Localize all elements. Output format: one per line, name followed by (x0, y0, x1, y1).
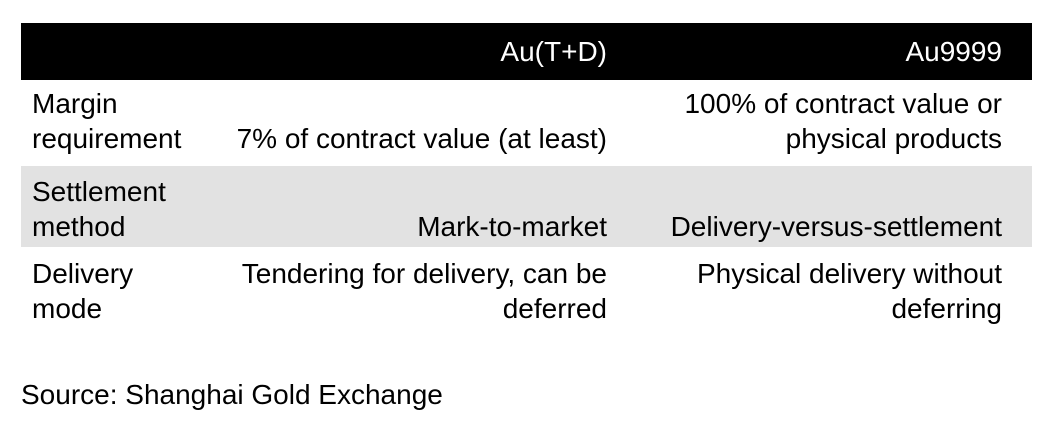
cell-autd-settlement: Mark-to-market (417, 211, 607, 242)
cell-au9999-margin: 100% of contract value or physical produ… (684, 88, 1002, 154)
comparison-table: Au(T+D) Au9999 Margin requirement 7% of … (21, 23, 1032, 329)
table-row-delivery-mode: Delivery mode Tendering for delivery, ca… (21, 247, 1032, 329)
cell-au9999-settlement: Delivery-versus-settlement (670, 211, 1002, 242)
row-label: Delivery mode (32, 258, 134, 324)
row-label: Margin requirement (32, 88, 182, 154)
cell-au9999-delivery: Physical delivery without deferring (696, 258, 1002, 324)
table-row-settlement-method: Settlement method Mark-to-market Deliver… (21, 166, 1032, 247)
cell-autd-delivery: Tendering for delivery, can be deferred (241, 258, 607, 324)
row-label: Settlement method (32, 176, 166, 242)
cell-autd-margin: 7% of contract value (at least) (236, 123, 607, 154)
table-header-row: Au(T+D) Au9999 (21, 23, 1032, 80)
header-cell-empty (21, 23, 201, 80)
table-row-margin-requirement: Margin requirement 7% of contract value … (21, 80, 1032, 166)
header-cell-au9999: Au9999 (637, 23, 1032, 80)
header-cell-autd: Au(T+D) (201, 23, 637, 80)
source-note: Source: Shanghai Gold Exchange (21, 379, 443, 410)
